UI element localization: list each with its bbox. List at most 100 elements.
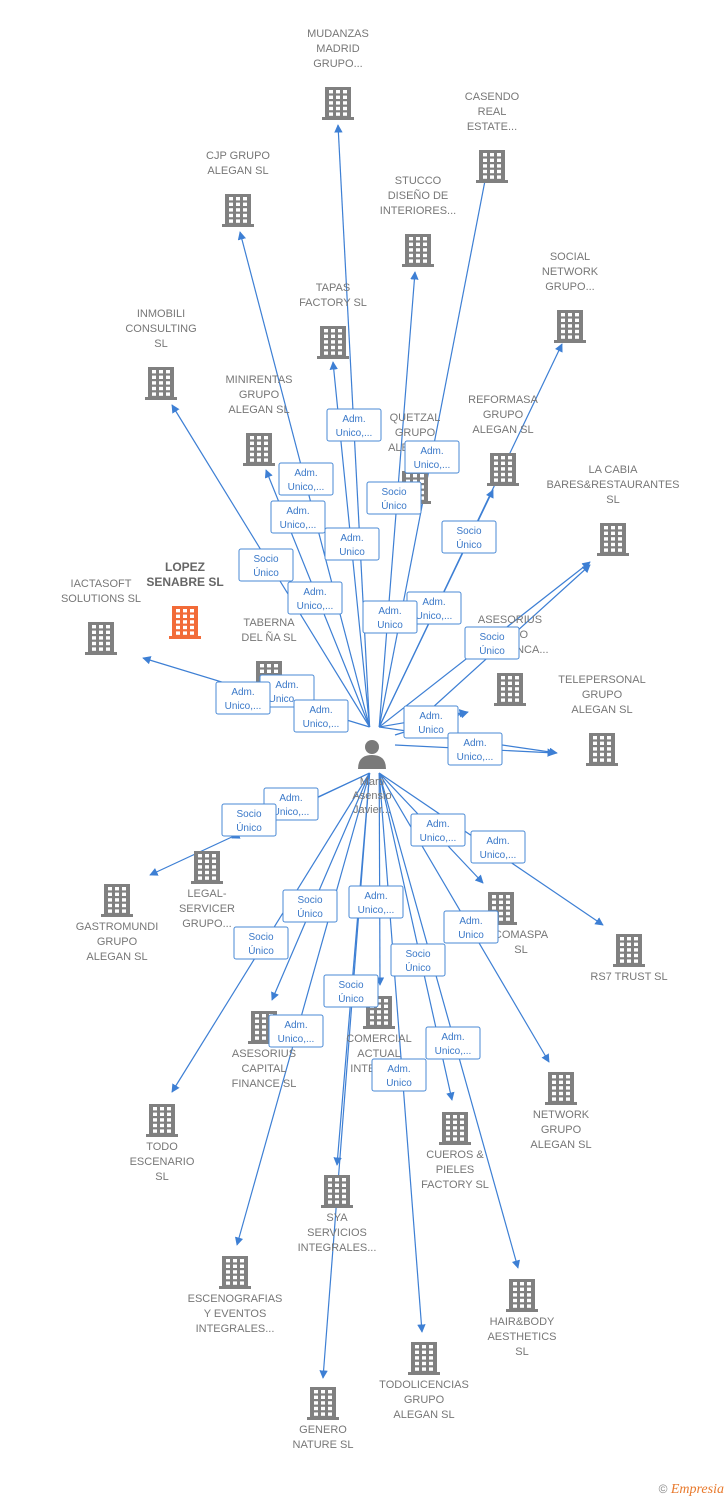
edge-esceno bbox=[235, 772, 371, 1246]
company-label: SERVICIOS bbox=[307, 1227, 367, 1239]
edge-role-label[interactable]: Adm.Unico,... bbox=[293, 699, 349, 733]
edge-role-label[interactable]: Adm.Unico,... bbox=[263, 787, 319, 821]
company-label: SOCIAL bbox=[550, 251, 590, 263]
company-label: GRUPO... bbox=[545, 281, 595, 293]
company-node-social[interactable]: SOCIAL NETWORK GRUPO... bbox=[542, 251, 599, 343]
edge-role-label[interactable]: Adm.Unico,... bbox=[215, 681, 271, 715]
company-label: PIELES bbox=[436, 1164, 475, 1176]
company-label: ASESORIUS bbox=[478, 614, 542, 626]
company-label: SL bbox=[154, 338, 167, 350]
company-label: BARES&RESTAURANTES bbox=[546, 479, 679, 491]
edge-role-label[interactable]: Adm.Unico,... bbox=[326, 408, 382, 442]
company-label: TABERNA bbox=[243, 617, 295, 629]
building-icon bbox=[322, 87, 354, 120]
company-label: SL bbox=[514, 944, 527, 956]
company-node-rs7[interactable]: RS7 TRUST SL bbox=[590, 934, 668, 983]
edge-role-label[interactable]: Adm.Unico,... bbox=[404, 440, 460, 474]
company-label: CJP GRUPO bbox=[206, 150, 270, 162]
company-label: INTEGRALES... bbox=[298, 1242, 377, 1254]
center-person-node[interactable]: MartiAsensioJavier... bbox=[352, 740, 392, 816]
company-node-casendo[interactable]: CASENDOREALESTATE... bbox=[465, 91, 520, 183]
edge-role-label[interactable]: Adm.Unico bbox=[371, 1058, 427, 1092]
company-node-legal[interactable]: LEGAL-SERVICERGRUPO... bbox=[179, 851, 235, 930]
company-label: HAIR&BODY bbox=[490, 1316, 555, 1328]
edge-role-label[interactable]: Adm.Unico,... bbox=[410, 813, 466, 847]
edge-role-label[interactable]: Adm.Unico,... bbox=[268, 1014, 324, 1048]
company-label: GRUPO bbox=[582, 689, 623, 701]
company-node-sya[interactable]: SYA SERVICIOS INTEGRALES... bbox=[298, 1175, 377, 1254]
edge-role-label[interactable]: Adm.Unico bbox=[324, 527, 380, 561]
brand-logo[interactable]: Empresia bbox=[670, 1482, 724, 1497]
edge-role-label[interactable]: Adm.Unico,... bbox=[348, 885, 404, 919]
edge-role-label[interactable]: Adm.Unico bbox=[443, 910, 499, 944]
company-label: LEGAL- bbox=[187, 888, 226, 900]
company-label: SYA bbox=[326, 1212, 348, 1224]
edge-role-label[interactable]: Adm.Unico,... bbox=[447, 732, 503, 766]
edge-role-text: Adm. bbox=[378, 606, 401, 617]
edge-role-label[interactable]: Adm.Unico,... bbox=[287, 581, 343, 615]
edge-role-text: Adm. bbox=[387, 1064, 410, 1075]
edge-role-label[interactable]: Adm.Unico,... bbox=[470, 830, 526, 864]
edge-role-text: Socio bbox=[297, 895, 322, 906]
edge-role-label[interactable]: Adm.Unico bbox=[403, 705, 459, 739]
building-icon bbox=[494, 673, 526, 706]
edge-role-label[interactable]: Adm.Unico,... bbox=[278, 462, 334, 496]
building-icon bbox=[145, 367, 177, 400]
company-label: NETWORK bbox=[542, 266, 599, 278]
edge-role-text: Unico,... bbox=[336, 428, 373, 439]
edge-role-text: Único bbox=[405, 961, 431, 974]
building-icon bbox=[476, 150, 508, 183]
edge-role-text: Unico,... bbox=[457, 752, 494, 763]
edge-role-label[interactable]: Adm.Unico bbox=[362, 600, 418, 634]
footer-credit: © Empresia bbox=[659, 1482, 724, 1498]
building-icon bbox=[613, 934, 645, 967]
building-icon bbox=[545, 1072, 577, 1105]
company-node-mudanzas[interactable]: MUDANZASMADRIDGRUPO... bbox=[307, 28, 369, 120]
company-label: QUETZAL bbox=[390, 412, 441, 424]
edge-todolic bbox=[378, 772, 426, 1333]
edge-role-label[interactable]: Adm.Unico,... bbox=[270, 500, 326, 534]
building-icon bbox=[408, 1342, 440, 1375]
company-label: FACTORY SL bbox=[299, 297, 367, 309]
company-label: TELEPERSONAL bbox=[558, 674, 645, 686]
person-name: Asensio bbox=[352, 790, 391, 802]
edge-role-text: Unico,... bbox=[280, 520, 317, 531]
edge-role-text: Único bbox=[236, 821, 262, 834]
edge-role-label[interactable]: Adm.Unico,... bbox=[425, 1026, 481, 1060]
building-icon bbox=[586, 733, 618, 766]
edge-role-text: Unico,... bbox=[480, 850, 517, 861]
edge-role-text: Adm. bbox=[340, 533, 363, 544]
edge-role-text: Adm. bbox=[231, 687, 254, 698]
edge-role-text: Adm. bbox=[441, 1032, 464, 1043]
company-label: COMASPA bbox=[494, 929, 549, 941]
company-label: INTEGRALES... bbox=[196, 1323, 275, 1335]
